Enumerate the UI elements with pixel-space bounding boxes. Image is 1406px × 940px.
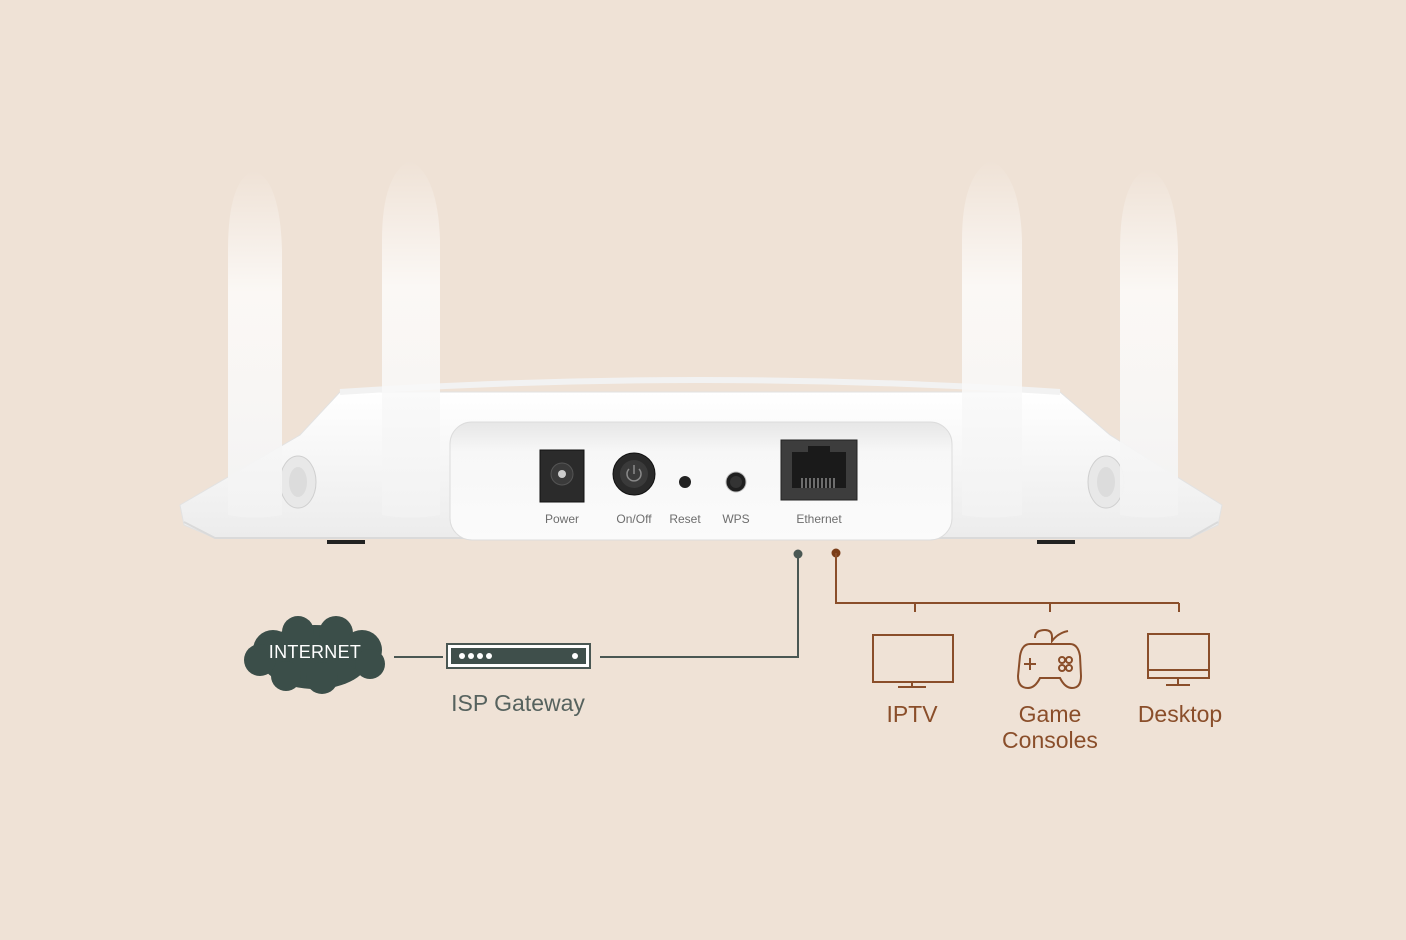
antenna-hinge-left bbox=[279, 455, 317, 509]
port-label-wps: WPS bbox=[722, 512, 750, 526]
device-trunk-line bbox=[835, 553, 1179, 604]
gamepad-icon bbox=[1016, 628, 1083, 690]
wps-button bbox=[725, 471, 747, 493]
port-label-power: Power bbox=[544, 512, 579, 526]
ethernet-port bbox=[780, 439, 858, 501]
onoff-button bbox=[612, 452, 656, 496]
internet-label: INTERNET bbox=[268, 642, 362, 662]
antenna-2 bbox=[382, 160, 440, 518]
isp-line bbox=[600, 554, 799, 658]
device-label-game-line2: Consoles bbox=[1002, 727, 1098, 753]
device-connection-tree bbox=[831, 548, 1180, 612]
isp-connection bbox=[394, 549, 803, 658]
tv-icon bbox=[872, 634, 954, 688]
device-label-desktop: Desktop bbox=[1137, 701, 1223, 727]
device-label-game-consoles: Game Consoles bbox=[980, 701, 1120, 753]
antenna-1 bbox=[228, 170, 282, 518]
router-top-edge bbox=[339, 377, 1061, 395]
device-label-game-line1: Game bbox=[1018, 701, 1082, 727]
power-port bbox=[539, 449, 585, 503]
reset-pinhole bbox=[679, 476, 691, 488]
device-label-iptv: IPTV bbox=[886, 701, 938, 727]
port-label-ethernet: Ethernet bbox=[796, 512, 842, 526]
gateway-icon bbox=[446, 643, 591, 669]
antenna-3 bbox=[962, 160, 1022, 518]
port-label-onoff: On/Off bbox=[616, 512, 652, 526]
monitor-icon bbox=[1147, 633, 1210, 686]
router-foot-right bbox=[1037, 540, 1075, 544]
isp-gateway-label: ISP Gateway bbox=[451, 690, 585, 716]
cloud-icon bbox=[244, 616, 385, 694]
antenna-4 bbox=[1120, 168, 1178, 518]
antenna-hinge-right bbox=[1087, 455, 1125, 509]
port-label-reset: Reset bbox=[669, 512, 701, 526]
router-foot-left bbox=[327, 540, 365, 544]
router bbox=[179, 160, 1223, 544]
